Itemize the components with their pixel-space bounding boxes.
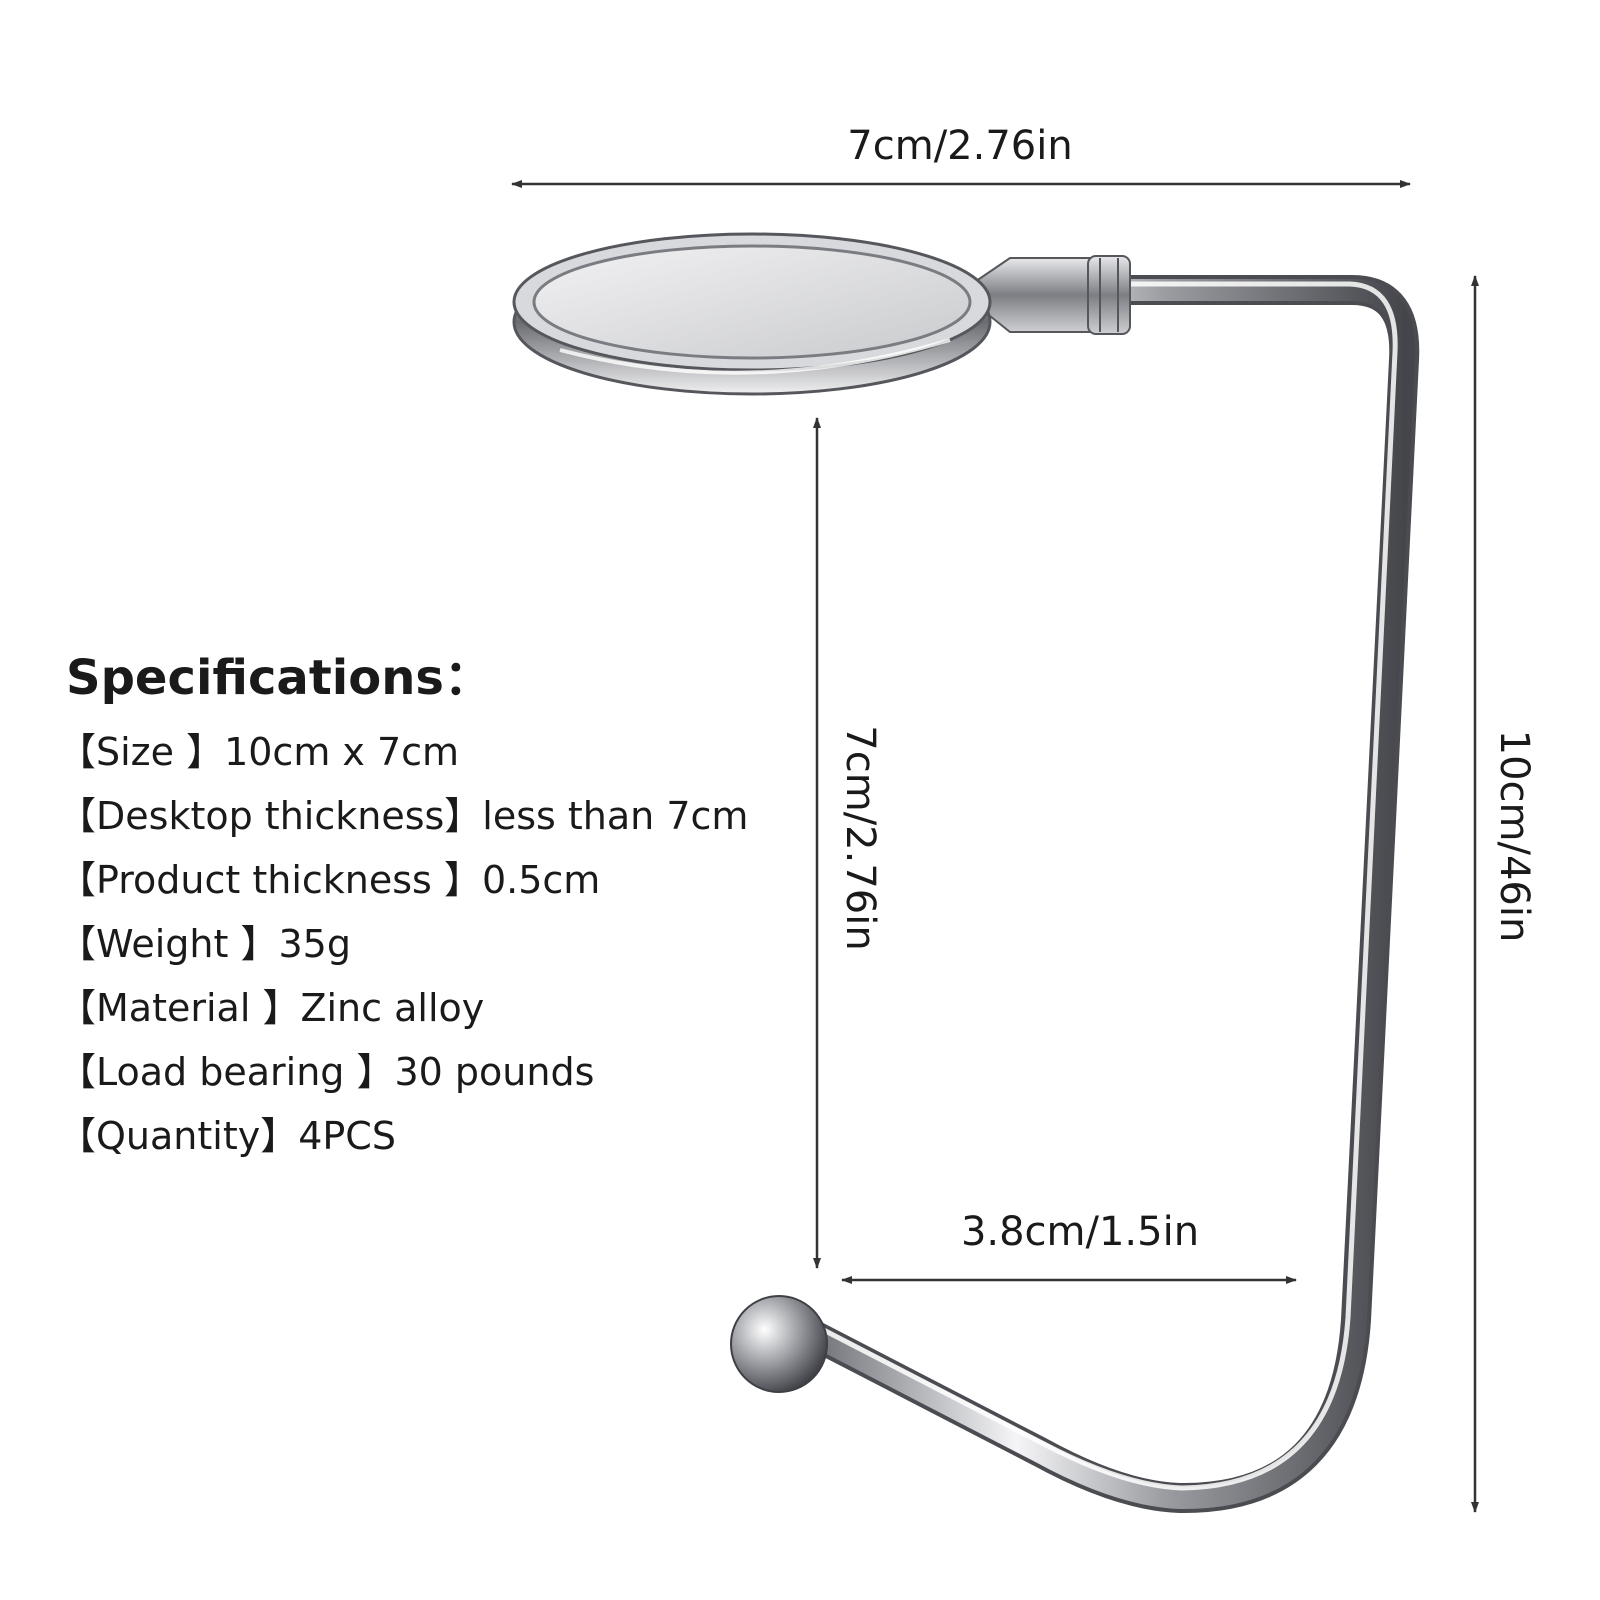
spec-item-load-bearing: 【Load bearing 】30 pounds — [58, 1040, 818, 1104]
spec-item-weight: 【Weight 】35g — [58, 912, 818, 976]
disc-face — [534, 246, 970, 358]
specifications-title: Specifications： — [66, 650, 818, 708]
specifications-panel: Specifications： 【Size 】10cm x 7cm 【Deskt… — [58, 650, 818, 1168]
hook-rod-highlight — [812, 284, 1395, 1488]
hook-rod-shadow — [808, 290, 1404, 1498]
specifications-list: 【Size 】10cm x 7cm 【Desktop thickness】les… — [58, 720, 818, 1168]
dimension-label-inner-height: 7cm/2.76in — [840, 725, 880, 950]
spec-item-material: 【Material 】Zinc alloy — [58, 976, 818, 1040]
hook-rod — [808, 290, 1404, 1498]
spec-item-desktop-thickness: 【Desktop thickness】less than 7cm — [58, 784, 818, 848]
spec-item-size: 【Size 】10cm x 7cm — [58, 720, 818, 784]
dimension-label-top-width: 7cm/2.76in — [847, 126, 1072, 166]
hook-ball — [731, 1296, 827, 1392]
hook-collar — [1088, 256, 1130, 334]
dimension-label-hook-gap: 3.8cm/1.5in — [961, 1212, 1199, 1252]
spec-item-quantity: 【Quantity】4PCS — [58, 1104, 818, 1168]
dimension-label-total-height: 10cm/46in — [1494, 730, 1534, 943]
spec-item-product-thickness: 【Product thickness 】0.5cm — [58, 848, 818, 912]
